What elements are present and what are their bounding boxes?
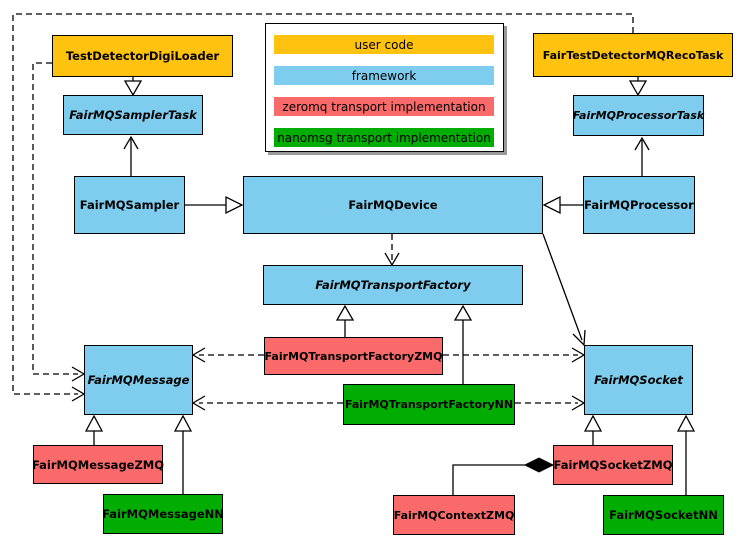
class-label: FairMQContextZMQ (393, 508, 515, 522)
class-box-fairmqcontextzmq: FairMQContextZMQ (393, 495, 515, 535)
composition-diamond (523, 457, 555, 473)
dependency-arrowhead (191, 347, 206, 363)
class-label: FairMQSocket (594, 373, 683, 387)
inherit-triangle (173, 414, 193, 432)
legend: user code framework zeromq transport imp… (265, 23, 504, 152)
class-label: FairMQSampler (79, 198, 180, 212)
dependency-digiloader-to-message-line (32, 62, 78, 375)
class-box-fairmqmessagezmq: FairMQMessageZMQ (31, 445, 165, 484)
class-box-fairmqmessagenn: FairMQMessageNN (102, 494, 224, 534)
class-box-fairmqsampler: FairMQSampler (74, 176, 185, 234)
inherit-triangle (225, 195, 244, 215)
association-arrowhead (123, 135, 139, 150)
class-box-fairmqsamplertask: FairMQSamplerTask (63, 95, 203, 135)
class-box-testdetectordigiloader: TestDetectorDigiLoader (52, 35, 233, 77)
class-label: FairMQSamplerTask (69, 108, 197, 122)
composition-context-line (452, 464, 525, 495)
class-label: FairMQProcessor (584, 198, 694, 212)
inherit-triangle (542, 195, 561, 215)
dependency-recotask-to-message-line (12, 13, 634, 395)
class-box-fairmqsocketnn: FairMQSocketNN (603, 495, 724, 535)
association-arrowhead (634, 136, 650, 151)
class-box-fairmqtransportfactoryzmq: FairMQTransportFactoryZMQ (264, 337, 443, 375)
inherit-triangle (335, 304, 355, 321)
inherit-triangle (628, 80, 648, 97)
class-label: TestDetectorDigiLoader (65, 49, 220, 63)
legend-label: user code (354, 37, 414, 52)
class-label: FairMQMessage (87, 373, 190, 387)
class-label: FairMQTransportFactory (315, 278, 471, 292)
class-box-fairmqmessage: FairMQMessage (84, 345, 193, 415)
class-label: FairMQTransportFactoryZMQ (264, 349, 443, 363)
class-box-fairmqsocket: FairMQSocket (584, 345, 693, 415)
class-box-fairmqtransportfactory: FairMQTransportFactory (263, 265, 523, 305)
legend-label: zeromq transport implementation (282, 99, 486, 114)
inherit-triangle (123, 80, 143, 97)
dependency-arrowhead (191, 395, 206, 411)
class-label: FairMQMessageZMQ (31, 457, 165, 472)
legend-label: nanomsg transport implementation (277, 130, 491, 145)
class-label: FairMQSocketZMQ (553, 458, 673, 472)
class-box-fairmqtransportfactorynn: FairMQTransportFactoryNN (343, 384, 515, 425)
inherit-triangle (84, 414, 104, 432)
class-box-fairmqprocessortask: FairMQProcessorTask (573, 95, 704, 136)
class-label: FairMQSocketNN (609, 508, 718, 522)
legend-item-nanomsg: nanomsg transport implementation (274, 128, 494, 147)
class-box-fairtestdetectormqrecotask: FairTestDetectorMQRecoTask (533, 33, 733, 77)
legend-item-framework: framework (274, 66, 494, 85)
class-label: FairTestDetectorMQRecoTask (542, 48, 724, 62)
inherit-triangle (453, 304, 473, 321)
assoc-device-to-socket-line (542, 233, 583, 341)
class-box-fairmqdevice: FairMQDevice (243, 176, 543, 234)
class-box-fairmqsocketzmq: FairMQSocketZMQ (553, 445, 673, 485)
class-label: FairMQTransportFactoryNN (344, 398, 514, 411)
class-label: FairMQProcessorTask (572, 109, 705, 122)
inherit-triangle (676, 414, 696, 432)
legend-item-user-code: user code (274, 35, 494, 54)
class-label: FairMQMessageNN (102, 507, 224, 521)
inherit-triangle (583, 414, 603, 432)
legend-item-zeromq: zeromq transport implementation (274, 97, 494, 116)
class-label: FairMQDevice (348, 198, 438, 212)
legend-label: framework (351, 68, 417, 83)
class-box-fairmqprocessor: FairMQProcessor (583, 176, 695, 234)
